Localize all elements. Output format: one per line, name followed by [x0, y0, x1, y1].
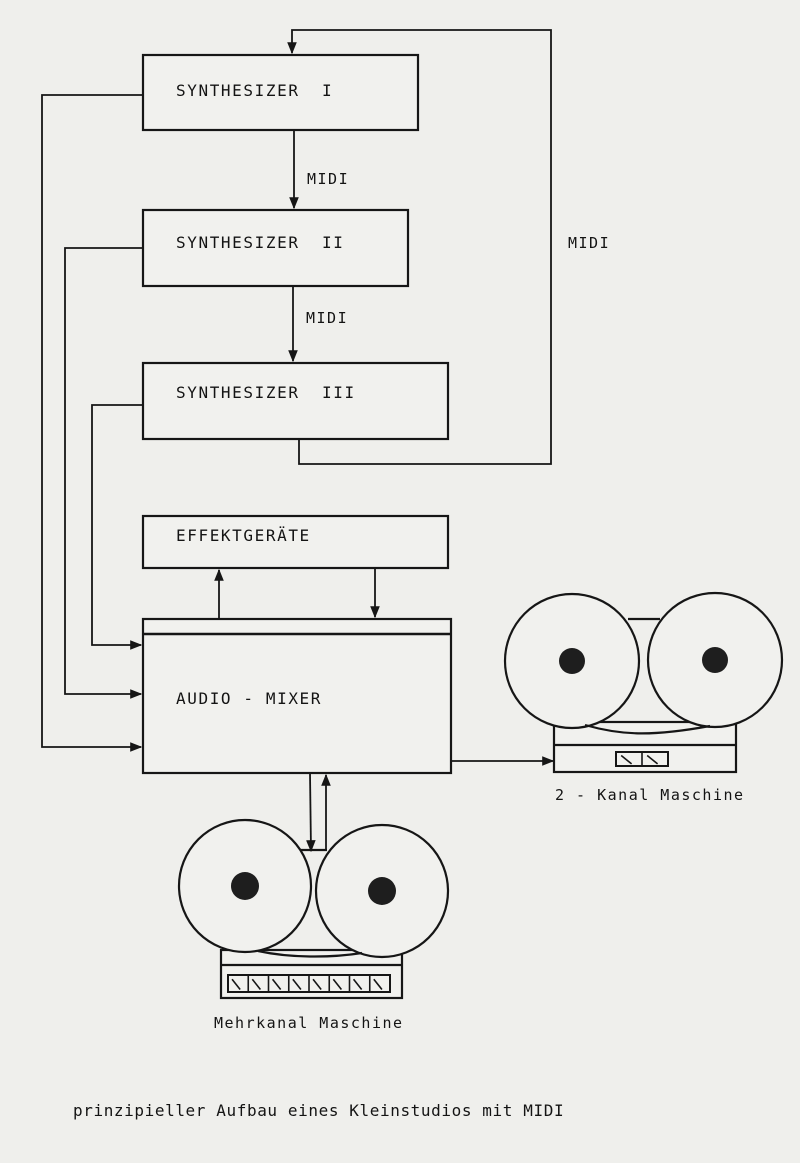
reel-hub-right: [702, 647, 728, 673]
vu-meter-needle-icon: [271, 978, 282, 990]
synthesizer-2-box: [141, 208, 410, 288]
synthesizer-3-box: [141, 361, 450, 441]
tape-path: [584, 723, 711, 735]
vu-meter-needle-icon: [352, 978, 363, 990]
edge-mixer-to-multitrack: [306, 772, 316, 853]
multitrack-label: Mehrkanal Maschine: [214, 1014, 404, 1032]
vu-meter-bank: [615, 751, 669, 767]
synthesizer-2-node: SYNTHESIZER II: [141, 208, 410, 288]
vu-meter-needle-icon: [373, 978, 383, 990]
two-track-body: [552, 720, 738, 774]
reel-hub-left: [231, 872, 259, 900]
synthesizer-1-label: SYNTHESIZER I: [176, 81, 333, 100]
audio-edge-synth1-mixer: [41, 94, 143, 752]
synthesizer-3-label: SYNTHESIZER III: [176, 383, 356, 402]
audio-edge-synth3-mixer: [91, 404, 143, 650]
effects-box: [141, 514, 450, 570]
synthesizer-1-box: [141, 53, 420, 132]
multitrack-machine: Mehrkanal Maschine: [177, 818, 450, 1032]
midi-edge-synth3-synth1-loop: [287, 29, 552, 465]
vu-meter-needle-icon: [292, 978, 302, 990]
effects-label: EFFEKTGERÄTE: [176, 526, 311, 545]
vu-meter-needle-icon: [231, 978, 241, 990]
synthesizer-3-node: SYNTHESIZER III: [141, 361, 450, 441]
audio-mixer-node: AUDIO - MIXER: [141, 617, 453, 775]
effects-node: EFFEKTGERÄTE: [141, 514, 450, 570]
vu-meter-needle-icon: [620, 754, 633, 765]
synthesizer-2-label: SYNTHESIZER II: [176, 233, 345, 252]
tape-path: [257, 949, 363, 958]
audio-connections: [41, 94, 555, 853]
reel-hub-left: [559, 648, 585, 674]
audio-edge-synth2-mixer: [64, 247, 143, 699]
two-track-label: 2 - Kanal Maschine: [555, 786, 745, 804]
midi-connections: MIDI MIDI MIDI: [287, 29, 610, 465]
diagram-caption: prinzipieller Aufbau eines Kleinstudios …: [73, 1101, 564, 1120]
vu-meter-bank: [227, 974, 391, 993]
vu-meter-needle-icon: [312, 978, 322, 990]
vu-meter-needle-icon: [332, 978, 343, 990]
midi-label-loop: MIDI: [568, 234, 610, 252]
midi-label-1-2: MIDI: [307, 170, 349, 188]
midi-label-2-3: MIDI: [306, 309, 348, 327]
synthesizer-1-node: SYNTHESIZER I: [141, 53, 420, 132]
vu-meter-needle-icon: [251, 978, 262, 990]
vu-meter-needle-icon: [646, 754, 659, 765]
reel-hub-right: [368, 877, 396, 905]
audio-mixer-label: AUDIO - MIXER: [176, 689, 322, 708]
audio-mixer-box: [141, 617, 453, 775]
two-track-machine: 2 - Kanal Maschine: [503, 591, 784, 804]
